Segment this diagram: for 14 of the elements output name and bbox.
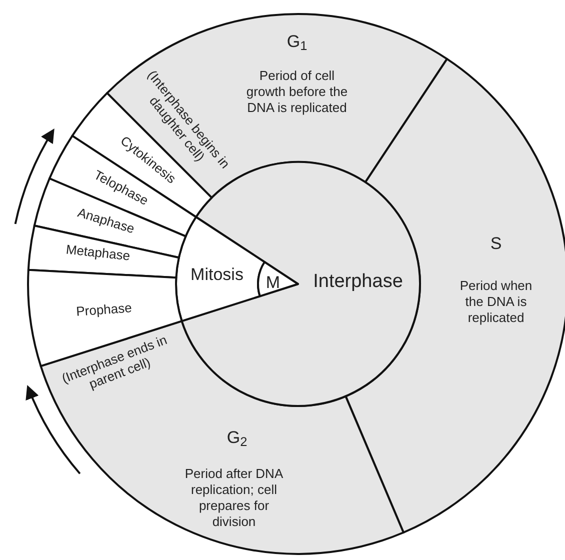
phase-label: S [490, 233, 502, 256]
phase-description: Period when the DNA is replicated [458, 278, 534, 326]
m-wedge [257, 261, 299, 298]
phase-description: Period after DNA replication; cell prepares for division [184, 466, 284, 530]
phase-sector [40, 320, 404, 555]
phase-label: G$_{2}$ [226, 427, 248, 451]
mitosis-wedge [175, 216, 266, 322]
phase-label: G$_{1}$ [286, 31, 308, 55]
phase-description: Period of cell growth before the DNA is replicated [245, 68, 349, 116]
phase-label: Mitosis [190, 264, 244, 286]
stage-label: Metaphase [64, 240, 131, 266]
phase-label: Interphase [313, 270, 403, 294]
stage-label: Prophase [76, 299, 132, 322]
phase-label: M [266, 272, 280, 294]
